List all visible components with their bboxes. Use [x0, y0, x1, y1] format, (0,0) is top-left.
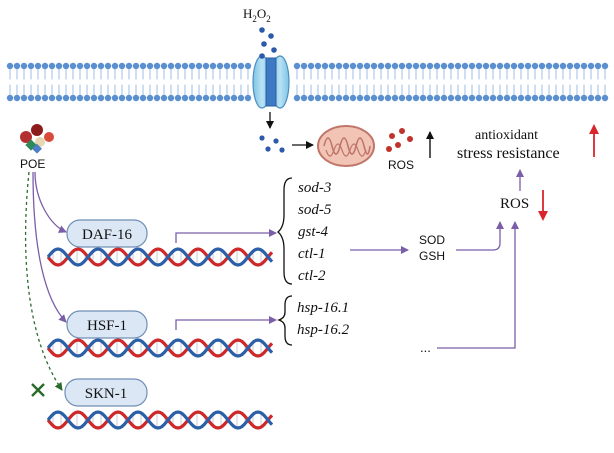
poe-to-skn1-arrow [24, 171, 63, 391]
daf16-gene-list: sod-3 sod-5 gst-4 ctl-1 ctl-2 [298, 180, 332, 284]
enzyme-sod: SOD [419, 233, 445, 247]
tf-skn1-label: SKN-1 [85, 386, 128, 402]
hsf1-gene-list: hsp-16.1 hsp-16.2 [297, 300, 350, 338]
daf16-transcription-arrow [175, 229, 277, 243]
ros-mito-label: ROS [388, 158, 414, 172]
tf-skn1: SKN-1 [64, 378, 148, 407]
dna-helix-skn1 [46, 410, 274, 430]
mitochondrion-icon [317, 125, 375, 167]
gene-item: ctl-2 [298, 268, 326, 284]
gene-item: sod-5 [298, 202, 332, 218]
hsf1-transcription-arrow [175, 316, 277, 330]
h2o2-label: H2O2 [243, 6, 271, 24]
h2o2-molecules-inside [259, 135, 285, 153]
dna-helix-hsf1 [46, 338, 274, 358]
ros-particles [386, 128, 413, 152]
outcome-line2: stress resistance [457, 145, 560, 162]
gene-item: sod-3 [298, 180, 331, 196]
enzymes-to-ros-arrow [456, 221, 504, 251]
poe-molecules-icon [20, 124, 54, 154]
h2o2-molecules-outside [259, 27, 277, 59]
resistance-up-arrowhead [589, 124, 599, 134]
ellipsis-label: ... [420, 340, 431, 355]
ros-decrease-arrowhead [538, 211, 548, 221]
membrane-channel [252, 55, 290, 109]
gene-item: hsp-16.1 [297, 300, 349, 316]
tf-daf16-label: DAF-16 [82, 227, 133, 243]
dna-helix-daf16 [46, 247, 274, 267]
ros-right-label: ROS [500, 196, 529, 212]
hsf1-genes-brace [276, 295, 293, 346]
gene-item: ctl-1 [298, 246, 326, 262]
phospholipid-heads [6, 62, 609, 102]
outcome-line1: antioxidant [475, 128, 538, 143]
poe-label: POE [20, 157, 45, 171]
poe-to-daf16-arrow [34, 171, 67, 233]
membrane-core [6, 79, 608, 85]
tf-hsf1: HSF-1 [66, 310, 148, 339]
daf16-genes-brace [276, 177, 293, 285]
poe-to-hsf1-arrow [32, 171, 67, 323]
inhibition-x-icon [31, 383, 45, 397]
cell-membrane [6, 62, 609, 102]
gene-item: gst-4 [298, 224, 329, 240]
tf-daf16: DAF-16 [66, 219, 148, 248]
gene-item: hsp-16.2 [297, 322, 350, 338]
enzyme-gsh: GSH [419, 249, 445, 263]
hsp-to-ros-arrow [437, 221, 519, 349]
tf-hsf1-label: HSF-1 [87, 318, 127, 334]
